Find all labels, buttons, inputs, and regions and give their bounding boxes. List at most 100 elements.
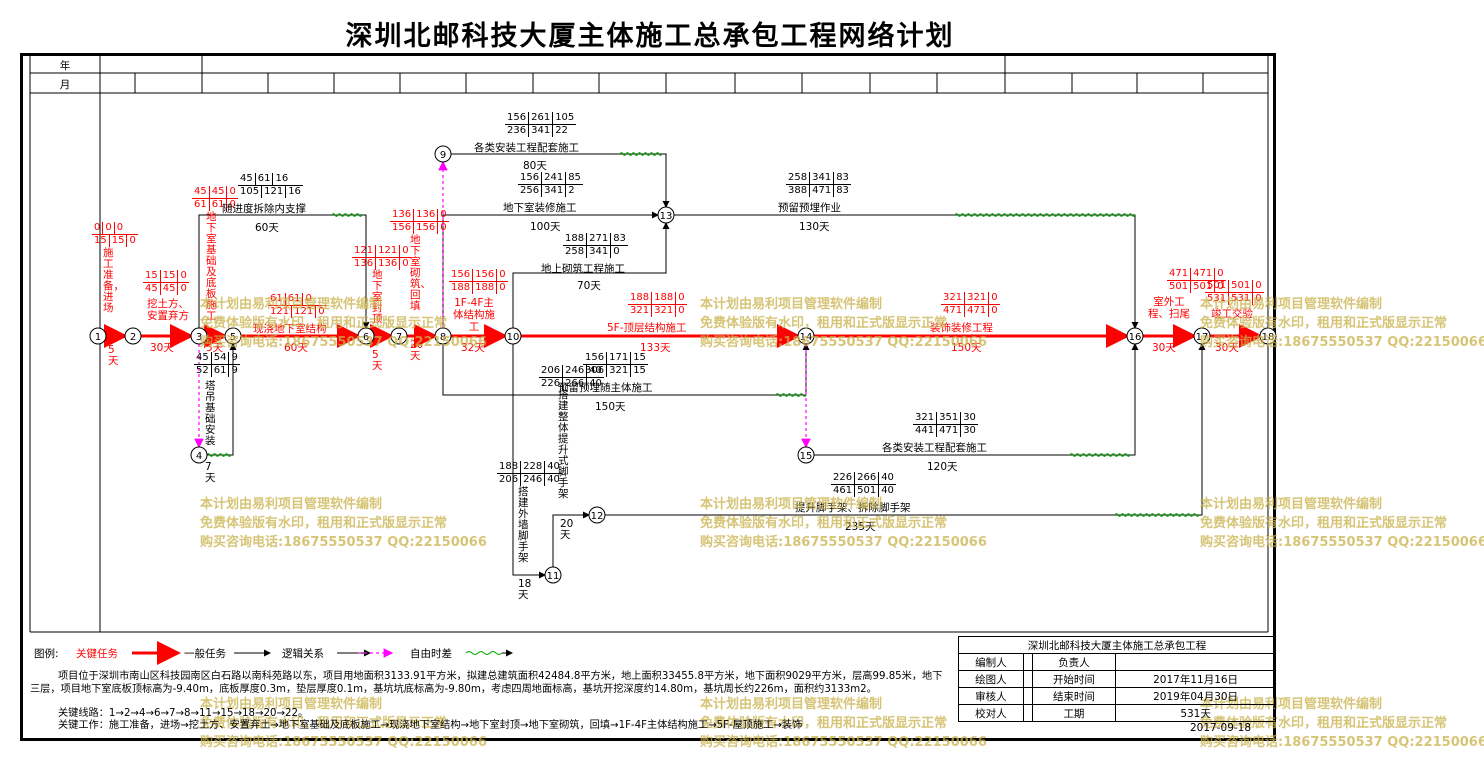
info-value — [1022, 653, 1033, 671]
time-value: 136 — [376, 258, 401, 270]
free-float-wave — [206, 453, 232, 457]
task-duration: 5天 — [372, 349, 383, 372]
time-value: 0 — [1217, 281, 1224, 292]
time-value: 61 — [268, 293, 286, 305]
time-value: 136 — [414, 209, 439, 221]
watermark-line: 购买咨询电话:18675550537 QQ:22150066 — [200, 735, 487, 750]
watermark-line: 购买咨询电话:18675550537 QQ:22150066 — [700, 735, 987, 750]
time-value: 188 — [652, 292, 677, 304]
time-value: 471 — [810, 185, 835, 197]
time-value: 61 — [212, 365, 230, 377]
info-value: 2017年11月16日 — [1115, 670, 1276, 688]
watermark-line: 本计划由易利项目管理软件编制 — [1200, 497, 1383, 512]
info-key: 绘图人 — [958, 670, 1024, 688]
time-value: 45 — [161, 283, 179, 295]
info-key: 审核人 — [958, 687, 1024, 705]
time-value: 0 — [499, 269, 506, 280]
task-name: 预留预埋随主体施工 — [558, 382, 653, 394]
node-circle — [657, 206, 675, 224]
time-value: 471 — [965, 305, 990, 317]
watermark-line: 购买咨询电话:18675550537 QQ:22150066 — [200, 335, 487, 350]
time-value: 15 — [633, 365, 646, 376]
time-value: 261 — [529, 112, 554, 124]
task-name: 地下室基础及底板施工 — [206, 211, 217, 322]
time-value: 206 — [497, 474, 522, 486]
time-value: 0 — [229, 199, 236, 210]
node-number: 8 — [440, 332, 446, 343]
free-float-wave — [954, 213, 1136, 217]
time-value: 188 — [497, 461, 522, 473]
task-name: 挖土方、安置弃方 — [147, 298, 189, 322]
time-value: 121 — [262, 186, 287, 198]
time-value: 188 — [473, 282, 498, 294]
time-value: 188 — [449, 282, 474, 294]
time-value: 306 — [583, 365, 608, 377]
time-value: 156 — [390, 222, 415, 234]
time-value: 246 — [563, 365, 588, 377]
time-value: 246 — [521, 474, 546, 486]
time-value: 45 — [210, 186, 228, 198]
node-number: 3 — [196, 332, 202, 343]
time-value: 15 — [161, 270, 179, 282]
time-value: 236 — [505, 125, 530, 137]
time-value: 156 — [583, 352, 608, 364]
node-number: 14 — [800, 332, 813, 343]
watermark-line: 免费体验版有水印，租用和正式版显示正常 — [1200, 516, 1448, 531]
time-value: 0 — [318, 306, 325, 317]
time-value: 258 — [563, 246, 588, 258]
watermark-line: 本计划由易利项目管理软件编制 — [700, 497, 883, 512]
time-value: 341 — [810, 172, 835, 184]
time-value: 83 — [613, 233, 626, 244]
time-value: 45 — [192, 186, 210, 198]
task-arrow — [512, 344, 546, 579]
time-value: 136 — [352, 258, 377, 270]
time-value: 52 — [194, 365, 212, 377]
time-value: 188 — [628, 292, 653, 304]
node-number: 17 — [1196, 332, 1209, 343]
info-value — [1022, 687, 1033, 705]
node-circle — [89, 327, 107, 345]
time-value: 121 — [292, 306, 317, 318]
watermark-line: 购买咨询电话:18675550537 QQ:22150066 — [1200, 335, 1484, 350]
node-circle — [357, 327, 375, 345]
time-value: 22 — [555, 125, 568, 136]
time-value: 0 — [678, 305, 685, 316]
time-value: 501 — [1167, 281, 1192, 293]
task-duration: 80天 — [523, 160, 547, 172]
time-value: 0 — [180, 270, 187, 281]
node-circle — [390, 327, 408, 345]
task-duration: 130天 — [799, 221, 830, 233]
time-value: 83 — [836, 185, 849, 196]
legend-normal-label: 一般任务 — [184, 648, 226, 660]
time-value: 531 — [1205, 293, 1230, 305]
time-value: 0 — [92, 222, 104, 234]
time-value: 61 — [286, 293, 304, 305]
month-header-label: 月 — [59, 79, 71, 91]
